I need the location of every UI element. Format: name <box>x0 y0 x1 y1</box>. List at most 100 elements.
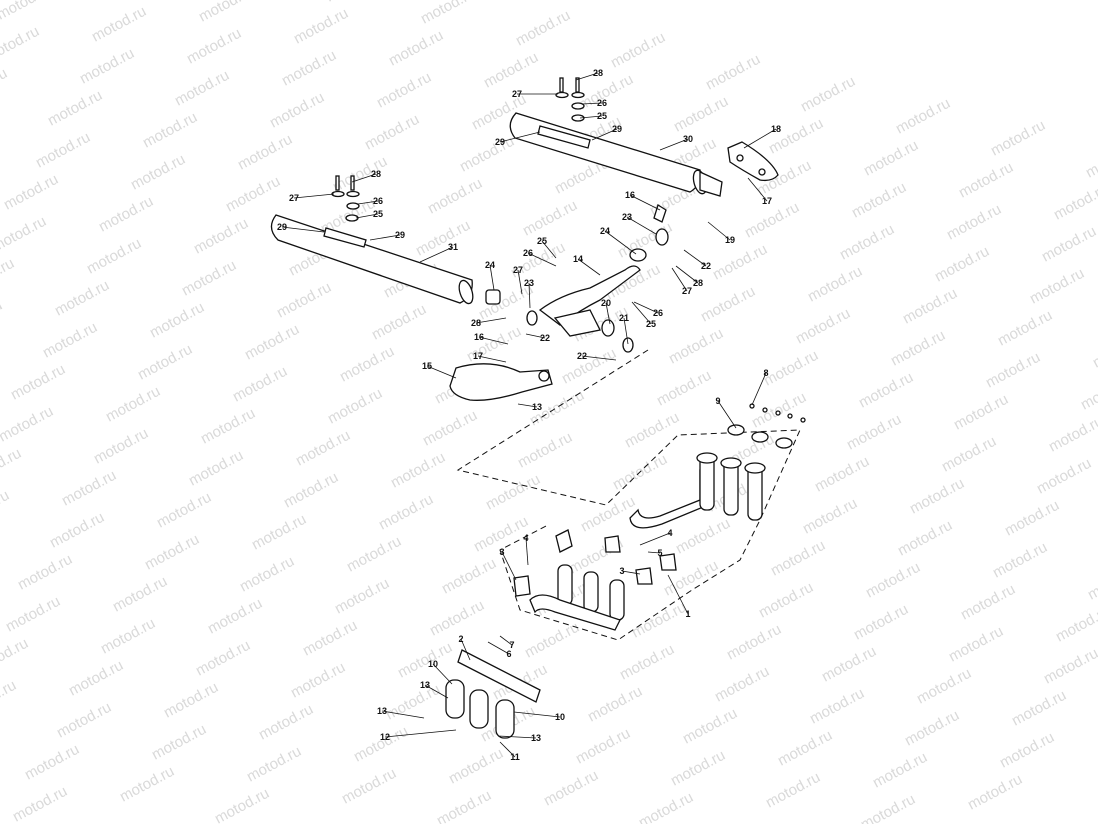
part-callout-12: 12 <box>380 732 390 742</box>
watermark-text: motod.ru <box>837 221 897 264</box>
part-callout-4: 4 <box>523 533 528 543</box>
leader-line <box>513 711 561 718</box>
watermark-text: motod.ru <box>0 255 17 298</box>
watermark-text: motod.ru <box>184 25 244 68</box>
watermark-text: motod.ru <box>1027 265 1087 308</box>
part-callout-26: 26 <box>523 248 533 258</box>
part-callout-18: 18 <box>771 124 781 134</box>
watermark-text: motod.ru <box>339 765 399 808</box>
crossover-pipe <box>526 204 669 353</box>
leader-line <box>432 663 453 685</box>
watermark-text: motod.ru <box>902 707 962 750</box>
watermark-text: motod.ru <box>1090 329 1098 372</box>
leader-line <box>475 317 507 324</box>
watermark-text: motod.ru <box>680 705 740 748</box>
watermark-text: motod.ru <box>0 487 12 530</box>
watermark-text: motod.ru <box>608 29 668 72</box>
part-callout-27: 27 <box>682 286 692 296</box>
collector-assembly <box>513 529 677 631</box>
leader-line <box>629 194 661 211</box>
part-callout-4: 4 <box>667 528 672 538</box>
watermark-text: motod.ru <box>3 593 63 636</box>
watermark-text: motod.ru <box>703 51 763 94</box>
watermark-text: motod.ru <box>22 741 82 784</box>
watermark-text: motod.ru <box>362 111 422 154</box>
part-callout-13: 13 <box>531 733 541 743</box>
watermark-text: motod.ru <box>103 383 163 426</box>
leader-line <box>381 710 425 719</box>
part-callout-28: 28 <box>593 68 603 78</box>
watermark-text: motod.ru <box>59 467 119 510</box>
leader-line <box>384 729 457 738</box>
leader-line <box>293 193 335 199</box>
watermark-text: motod.ru <box>446 745 506 788</box>
watermark-text: motod.ru <box>768 537 828 580</box>
watermark-text: motod.ru <box>671 93 731 136</box>
watermark-text: motod.ru <box>223 173 283 216</box>
watermark-text: motod.ru <box>325 385 385 428</box>
watermark-text: motod.ru <box>386 27 446 70</box>
leader-line <box>528 282 531 309</box>
leader-line <box>477 355 507 363</box>
leader-line <box>659 138 689 151</box>
port-gaskets <box>727 403 806 449</box>
watermark-text: motod.ru <box>293 427 353 470</box>
part-callout-11: 11 <box>510 752 520 762</box>
watermark-text: motod.ru <box>235 131 295 174</box>
watermark-text: motod.ru <box>457 133 517 176</box>
watermark-text: motod.ru <box>946 623 1006 666</box>
watermark-text: motod.ru <box>668 747 728 790</box>
watermark-text: motod.ru <box>1051 181 1098 224</box>
watermark-text: motod.ru <box>117 763 177 806</box>
watermark-text: motod.ru <box>559 345 619 388</box>
part-callout-29: 29 <box>277 222 287 232</box>
part-callout-23: 23 <box>524 278 534 288</box>
watermark-text: motod.ru <box>179 257 239 300</box>
watermark-text: motod.ru <box>142 531 202 574</box>
watermark-text: motod.ru <box>483 471 543 514</box>
port-flanges <box>445 649 541 739</box>
watermark-text: motod.ru <box>281 469 341 512</box>
leader-line <box>621 570 641 575</box>
part-callout-24: 24 <box>485 260 495 270</box>
watermark-text: motod.ru <box>522 619 582 662</box>
watermark-text: motod.ru <box>858 791 918 824</box>
part-callout-13: 13 <box>420 680 430 690</box>
leader-line <box>633 301 659 314</box>
leader-line <box>281 226 325 233</box>
watermark-text: motod.ru <box>763 769 823 812</box>
part-callout-13: 13 <box>532 402 542 412</box>
leader-line <box>499 741 516 758</box>
watermark-text: motod.ru <box>374 69 434 112</box>
watermark-text: motod.ru <box>1009 687 1069 730</box>
part-callout-8: 8 <box>763 368 768 378</box>
watermark-text: motod.ru <box>856 369 916 412</box>
watermark-text: motod.ru <box>418 0 478 28</box>
watermark-text: motod.ru <box>520 197 580 240</box>
watermark-text: motod.ru <box>1034 455 1094 498</box>
watermark-text: motod.ru <box>870 749 930 792</box>
watermark-text: motod.ru <box>300 617 360 660</box>
watermark-text: motod.ru <box>515 429 575 472</box>
watermark-text: motod.ru <box>541 767 601 810</box>
watermark-text: motod.ru <box>900 285 960 328</box>
leader-line <box>497 735 537 739</box>
watermark-text: motod.ru <box>427 597 487 640</box>
watermark-text: motod.ru <box>944 201 1004 244</box>
header-assembly <box>629 452 766 529</box>
watermark-text: motod.ru <box>863 559 923 602</box>
watermark-text: motod.ru <box>434 787 494 824</box>
assembly-outlines <box>456 349 801 641</box>
watermark-text: motod.ru <box>712 663 772 706</box>
leader-line <box>671 267 688 292</box>
watermark-text: motod.ru <box>798 73 858 116</box>
part-callout-3: 3 <box>619 566 624 576</box>
leader-line <box>675 265 699 284</box>
leader-line <box>579 115 603 119</box>
watermark-text: motod.ru <box>186 447 246 490</box>
watermark-text: motod.ru <box>0 677 19 720</box>
watermark-text: motod.ru <box>172 67 232 110</box>
leader-line <box>717 400 737 429</box>
part-callout-25: 25 <box>537 236 547 246</box>
watermark-text: motod.ru <box>66 657 126 700</box>
